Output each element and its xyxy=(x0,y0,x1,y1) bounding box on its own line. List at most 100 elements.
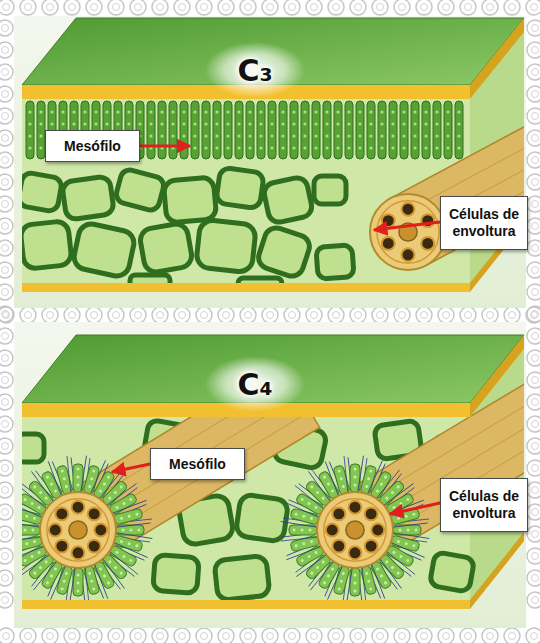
ornament-ring xyxy=(69,312,76,319)
ornament-ring xyxy=(372,0,388,15)
ornament-swirl xyxy=(394,307,410,323)
chloroplast xyxy=(83,110,86,113)
ornament-ring xyxy=(152,307,168,323)
chloroplast xyxy=(60,587,64,591)
ornament-ring xyxy=(2,69,9,76)
palisade-wall xyxy=(290,101,298,159)
leader-arrow xyxy=(390,503,440,514)
sheath-ring xyxy=(47,499,109,561)
ornament-swirl xyxy=(262,628,278,643)
chloroplast xyxy=(369,110,372,113)
ornament-swirl xyxy=(0,628,14,643)
ornament-ring xyxy=(532,333,539,340)
ornament-ring xyxy=(532,289,539,296)
chloroplast xyxy=(336,146,339,149)
ornament-ring xyxy=(0,526,13,542)
ornament-ring xyxy=(179,312,186,319)
chloroplast xyxy=(310,485,314,489)
chloroplast xyxy=(39,122,42,125)
chloroplast xyxy=(237,146,240,149)
ornament-swirl xyxy=(527,108,540,124)
chloroplast xyxy=(102,574,106,578)
ornament-ring xyxy=(532,465,539,472)
ornament-swirl xyxy=(108,307,124,323)
ornament-ring xyxy=(47,4,54,11)
chloroplast xyxy=(396,485,400,489)
ornament-ring xyxy=(2,25,9,32)
ornament-ring xyxy=(465,633,472,640)
ornament-ring xyxy=(0,394,13,410)
palisade-wall xyxy=(312,101,320,159)
ornament-ring xyxy=(262,0,278,15)
chloroplast xyxy=(281,146,284,149)
chloroplast xyxy=(127,110,130,113)
ornament-ring xyxy=(504,0,520,15)
ornament-ring xyxy=(527,42,540,58)
chloroplast xyxy=(369,122,372,125)
ornament-swirl xyxy=(527,86,540,102)
ornament-ring xyxy=(355,633,362,640)
ornament-swirl xyxy=(196,307,212,323)
ornament-ring xyxy=(421,312,428,319)
chloroplast xyxy=(424,146,427,149)
ornament-ring xyxy=(482,0,498,15)
chloroplast xyxy=(77,590,80,593)
ornament-ring xyxy=(532,553,539,560)
ornament-swirl xyxy=(284,628,300,643)
ornament-swirl xyxy=(328,307,344,323)
chloroplast xyxy=(61,110,64,113)
palisade-cell xyxy=(312,101,320,159)
chloroplast xyxy=(106,581,110,585)
ornament-swirl xyxy=(0,196,13,212)
chloroplast xyxy=(237,122,240,125)
chloroplast xyxy=(347,110,350,113)
ornament-ring xyxy=(532,597,539,604)
chloroplast xyxy=(391,146,394,149)
chloroplast xyxy=(358,146,361,149)
palisade-cell xyxy=(356,101,364,159)
chloroplast xyxy=(330,489,334,493)
chloroplast xyxy=(94,122,97,125)
ornament-swirl xyxy=(306,628,322,643)
pathway-badge: C₃ xyxy=(205,42,305,98)
chloroplast xyxy=(383,581,387,585)
cell-hair xyxy=(281,537,319,541)
chloroplast xyxy=(369,587,373,591)
ornament-ring xyxy=(157,312,164,319)
chloroplast xyxy=(92,469,96,473)
ornament-ring xyxy=(135,312,142,319)
ornament-ring xyxy=(377,633,384,640)
palisade-wall xyxy=(301,101,309,159)
chloroplast xyxy=(326,482,330,486)
ornament-ring xyxy=(509,633,516,640)
ornament-swirl xyxy=(42,0,58,15)
ornament-ring xyxy=(306,307,322,323)
palisade-wall xyxy=(37,101,45,159)
palisade-wall xyxy=(345,101,353,159)
chloroplast xyxy=(122,501,126,505)
chloroplast xyxy=(215,134,218,137)
chloroplast xyxy=(399,501,403,505)
ornament-ring xyxy=(0,570,13,586)
ornament-ring xyxy=(527,284,540,300)
ornament-swirl xyxy=(504,628,520,643)
ornament-ring xyxy=(350,307,366,323)
chloroplast xyxy=(113,565,117,569)
ornament-ring xyxy=(527,460,540,476)
chloroplast xyxy=(354,582,357,585)
ornament-ring xyxy=(532,91,539,98)
chloroplast xyxy=(270,122,273,125)
ornament-ring xyxy=(218,0,234,15)
ornament-ring xyxy=(399,633,406,640)
chloroplast xyxy=(138,529,141,532)
chloroplast xyxy=(402,110,405,113)
palisade-wall xyxy=(202,101,210,159)
chloroplast xyxy=(62,477,66,481)
palisade-wall xyxy=(279,101,287,159)
palisade-wall xyxy=(323,101,331,159)
chloroplast xyxy=(28,146,31,149)
ornament-ring xyxy=(91,4,98,11)
chloroplast xyxy=(413,146,416,149)
chloroplast xyxy=(193,134,196,137)
